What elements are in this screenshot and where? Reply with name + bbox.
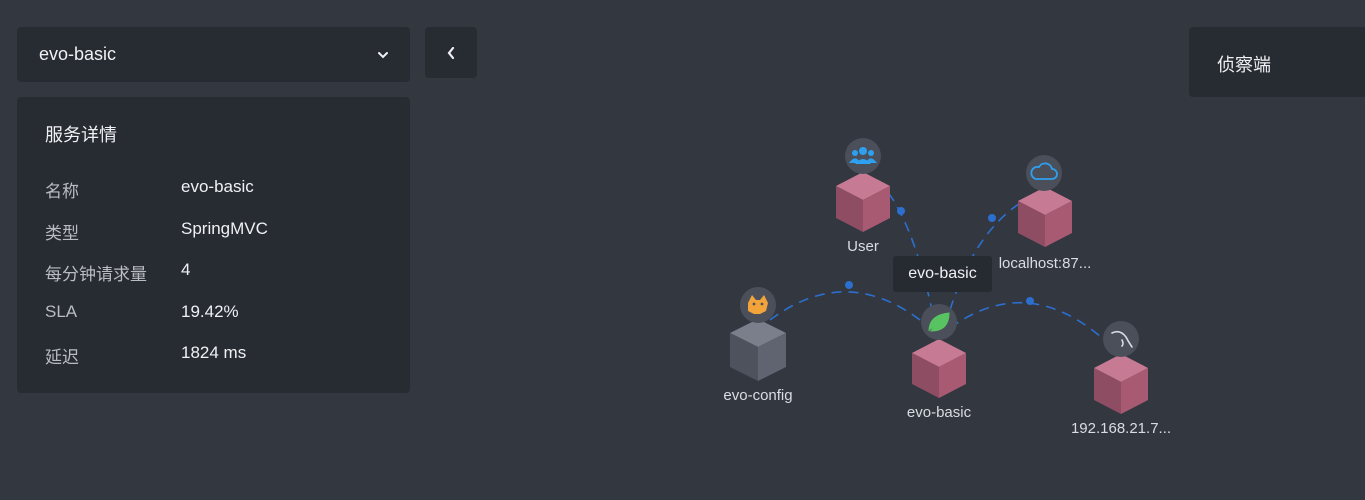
detail-row-sla: SLA 19.42% [45,302,382,344]
detail-value: 19.42% [181,301,239,321]
mysql-dolphin-icon [1111,330,1133,348]
node-tooltip: evo-basic [893,256,992,292]
service-details-panel: 服务详情 名称 evo-basic 类型 SpringMVC 每分钟请求量 4 … [17,97,410,393]
detail-value: 1824 ms [181,343,247,362]
node-evo-config[interactable]: evo-config [723,287,793,404]
chevron-down-icon [378,51,388,58]
detail-key: 延迟 [45,348,79,367]
users-icon [849,147,877,164]
node-label: 192.168.21.7... [1071,420,1171,437]
node-label: evo-basic [907,404,972,421]
link-dot[interactable] [988,214,996,222]
link-midpoints [845,207,1034,305]
service-select-value: evo-basic [39,44,117,64]
link-dot[interactable] [845,281,853,289]
detail-key: 类型 [45,223,79,243]
detail-value: 4 [181,260,191,279]
detail-key: 名称 [45,182,79,201]
link-dot[interactable] [897,207,905,215]
detail-key: SLA [45,301,78,321]
tomcat-icon [748,295,768,314]
link-evo-config-evo-basic[interactable] [769,291,931,329]
spring-leaf-icon [928,312,950,332]
node-label: evo-config [723,387,792,404]
details-title: 服务详情 [45,125,117,145]
collapse-panel-button[interactable] [425,27,477,78]
node-label: User [847,238,879,255]
chevron-left-icon [447,46,455,59]
detail-value: evo-basic [181,177,254,196]
detail-value: SpringMVC [181,218,268,238]
link-dot[interactable] [1026,297,1034,305]
node-mysql[interactable]: 192.168.21.7... [1071,321,1171,437]
detective-button[interactable]: 侦察端 [1189,27,1365,97]
detail-row-name: 名称 evo-basic [45,177,382,219]
detail-row-type: 类型 SpringMVC [45,219,382,261]
detail-key: 每分钟请求量 [45,265,147,284]
node-evo-basic[interactable]: evo-basic [907,304,972,421]
cloud-icon [1030,162,1058,180]
link-evo-basic-localhost[interactable] [949,199,1026,311]
node-label: localhost:87... [999,255,1092,272]
detail-row-latency: 延迟 1824 ms [45,343,382,385]
link-evo-basic-mysql[interactable] [949,301,1111,346]
node-localhost[interactable]: localhost:87... [999,155,1092,272]
detail-row-cpm: 每分钟请求量 4 [45,260,382,302]
service-select[interactable]: evo-basic [17,27,410,82]
node-user[interactable]: User [836,138,890,255]
